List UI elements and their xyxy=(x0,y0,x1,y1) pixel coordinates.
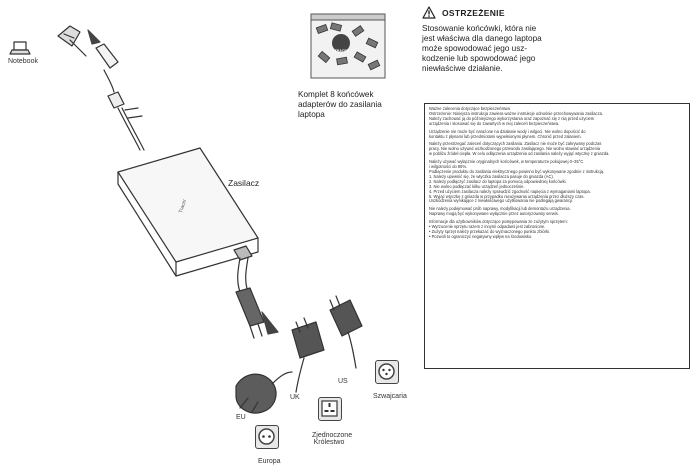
uk-socket-label: Zjednoczone Królestwo xyxy=(312,432,346,446)
eu-label: EU xyxy=(236,414,246,421)
laptop-tip-connector xyxy=(58,26,86,56)
adapter-label: Zasilacz xyxy=(228,178,259,188)
uk-socket-label-line: Królestwo xyxy=(312,439,346,446)
kit-caption-line: Komplet 8 końcówek xyxy=(298,90,408,100)
notice-line: Uszkodzenia wynikające z niewłaściwego u… xyxy=(429,199,685,204)
notice-paragraph: Należy używać wyłącznie oryginalnych koń… xyxy=(429,160,685,204)
switzerland-socket-icon xyxy=(375,360,399,384)
kit-bag-icon xyxy=(309,10,387,80)
adapter-brick xyxy=(118,148,258,276)
notice-paragraph: Urządzenie nie może być narażone na dzia… xyxy=(429,130,685,140)
notice-line: Naprawy mogą być wykonywane wyłącznie pr… xyxy=(429,212,685,217)
switzerland-label: Szwajcaria xyxy=(373,393,407,400)
europe-label: Europa xyxy=(258,458,281,465)
us-plug xyxy=(330,296,362,368)
us-label: US xyxy=(338,378,348,385)
adapter-kit-bag: TRACER xyxy=(309,10,387,80)
kit-caption: Komplet 8 końcówek adapterów do zasilani… xyxy=(298,90,408,120)
eu-plug xyxy=(236,372,292,413)
warning-body: Stosowanie końcówki, która nie jest właś… xyxy=(422,24,592,74)
notebook-icon xyxy=(10,42,30,54)
notice-line: w pobliżu źródeł ciepła. W celu odłączen… xyxy=(429,152,685,157)
kit-caption-line: laptopa xyxy=(298,110,408,120)
europe-socket-icon xyxy=(255,425,279,449)
notice-paragraph: Ważne zalecenia dotyczące bezpieczeństwa… xyxy=(429,107,685,127)
notice-paragraph: Należy przestrzegać zaleceń dotyczących … xyxy=(429,142,685,157)
warning-line: Stosowanie końcówki, która nie xyxy=(422,24,592,34)
warning-title: OSTRZEŻENIE xyxy=(442,8,505,18)
warning-block: OSTRZEŻENIE Stosowanie końcówki, która n… xyxy=(422,6,592,74)
notice-line: • Pozwoli to ograniczyć negatywny wpływ … xyxy=(429,235,685,240)
kit-bag-label: TRACER xyxy=(330,49,354,53)
uk-socket-icon xyxy=(318,397,342,421)
warning-line: kodzenie lub spowodować jego xyxy=(422,54,592,64)
notice-line: kontaktu z płynami lub przedmiotami wype… xyxy=(429,135,685,140)
notice-paragraph: Informacje dla użytkowników dotyczące po… xyxy=(429,220,685,240)
warning-triangle-icon xyxy=(422,6,436,19)
arrow-icon xyxy=(88,30,100,44)
uk-socket-label-line: Zjednoczone xyxy=(312,432,346,439)
notice-line: urządzenia i stosować się do zawartych w… xyxy=(429,122,685,127)
warning-line: może spowodować jego usz- xyxy=(422,44,592,54)
uk-label: UK xyxy=(290,394,300,401)
kit-caption-line: adapterów do zasilania xyxy=(298,100,408,110)
uk-plug xyxy=(292,318,324,392)
safety-notice: Ważne zalecenia dotyczące bezpieczeństwa… xyxy=(424,103,690,369)
notebook-label: Notebook xyxy=(8,58,38,65)
notice-paragraph: Nie należy podejmować prób naprawy, mody… xyxy=(429,207,685,217)
warning-line: jest właściwa dla danego laptopa xyxy=(422,34,592,44)
warning-line: niewłaściwe działanie. xyxy=(422,64,592,74)
